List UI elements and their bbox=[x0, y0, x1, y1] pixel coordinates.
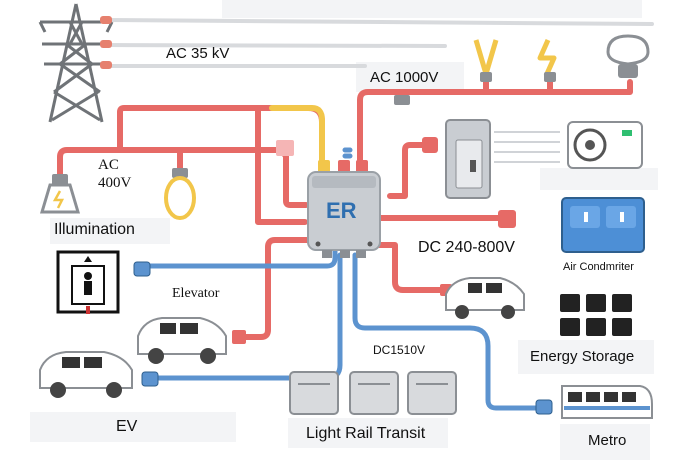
air-unit-bg bbox=[540, 168, 658, 190]
illumination-label-bg bbox=[50, 218, 170, 244]
ac35-label: AC 35 kV bbox=[166, 45, 230, 62]
illumination-label: Illumination bbox=[54, 221, 135, 238]
top-banner-bg bbox=[222, 0, 642, 18]
energy-router-box bbox=[307, 160, 381, 258]
er-label: ER bbox=[326, 198, 357, 223]
car-icon-mid bbox=[137, 317, 227, 364]
ceiling-lamp-icon bbox=[39, 174, 81, 214]
plugs bbox=[133, 95, 553, 415]
ev-label: EV bbox=[116, 418, 138, 435]
battery-unit-icon bbox=[561, 197, 645, 253]
elevator-icon bbox=[56, 250, 120, 314]
ac400-label: AC 400V bbox=[98, 157, 132, 191]
energy-storage-icon bbox=[560, 294, 632, 336]
hanging-bulb-icon bbox=[164, 168, 196, 220]
ac-yellow-wire bbox=[269, 105, 325, 171]
ac1000-label-bg bbox=[356, 62, 464, 92]
car-icon-left bbox=[39, 351, 133, 398]
metro-train-icon bbox=[561, 385, 653, 419]
transmission-tower-icon bbox=[38, 3, 114, 123]
ev-label-bg bbox=[30, 412, 236, 442]
overhead-lines bbox=[103, 18, 654, 68]
energy-label-bg bbox=[518, 340, 654, 374]
lrt-label-bg bbox=[288, 418, 448, 448]
ac1000-label: AC 1000V bbox=[370, 69, 439, 86]
air-conditioner-label: Air Condmriter bbox=[563, 261, 634, 273]
light-rail-units bbox=[289, 371, 457, 415]
elevator-label: Elevator bbox=[172, 286, 220, 301]
energy-storage-label: Energy Storage bbox=[530, 348, 635, 365]
insulators bbox=[100, 16, 112, 69]
dc240-label: DC 240-800V bbox=[418, 239, 515, 256]
metro-label: Metro bbox=[588, 432, 627, 449]
car-icon-right bbox=[445, 277, 525, 319]
metro-label-bg bbox=[560, 424, 650, 460]
air-conditioner-icon bbox=[567, 121, 643, 169]
ac-wires bbox=[57, 73, 633, 340]
dc1510-label: DC1510V bbox=[373, 343, 426, 357]
server-cabinet-icon bbox=[445, 119, 560, 199]
light-bulb-icon bbox=[606, 34, 650, 78]
lightning-bolt-icon-2 bbox=[537, 38, 557, 82]
lightning-bolt-icon bbox=[473, 39, 499, 82]
light-rail-label: Light Rail Transit bbox=[306, 425, 426, 442]
